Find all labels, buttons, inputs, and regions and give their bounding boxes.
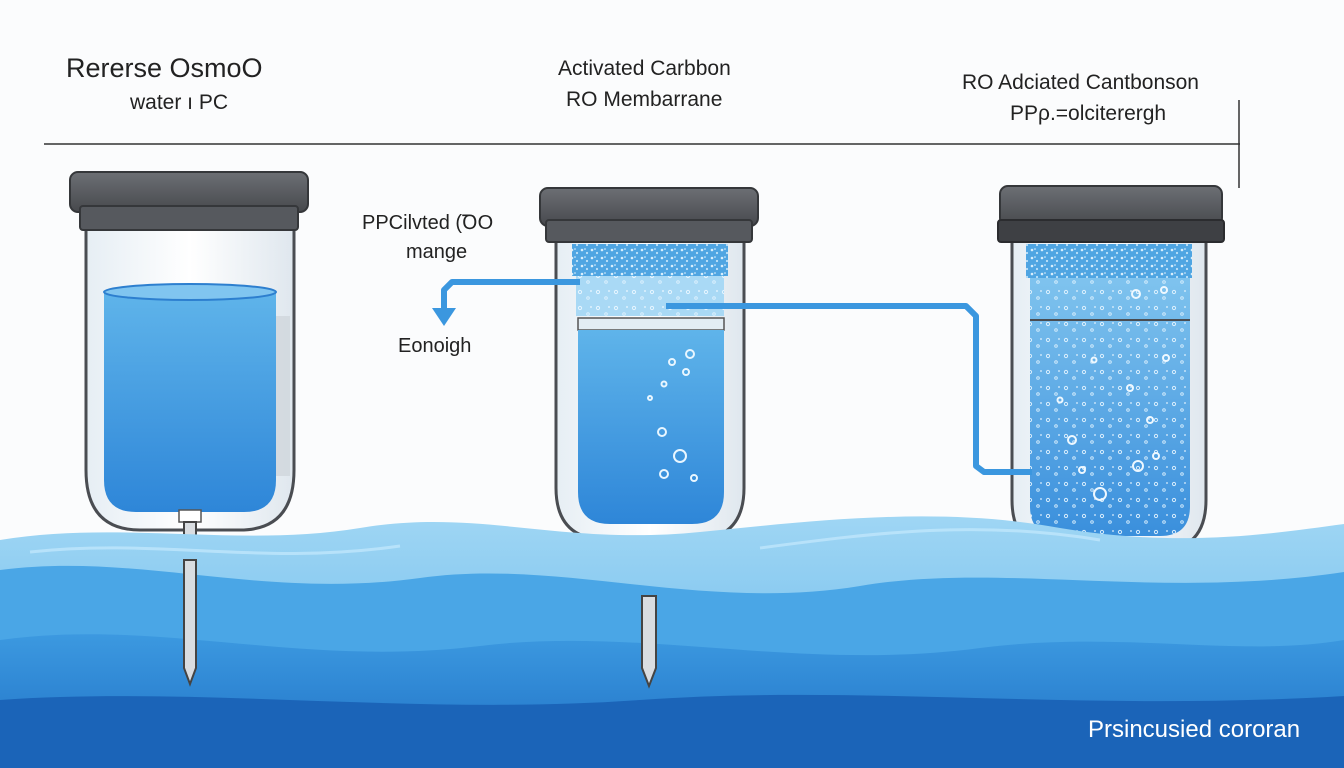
water-waves xyxy=(0,516,1344,768)
subtitle-right: PPρ.=olciterergh xyxy=(1010,102,1167,125)
flow-label-line2: mange xyxy=(406,241,468,263)
filter-housing-center xyxy=(539,187,759,689)
title-left: Rererse OsmoO xyxy=(66,53,263,83)
bubbles-center xyxy=(647,349,698,482)
filter-housing-right xyxy=(997,185,1225,575)
bubbles-right xyxy=(1056,286,1170,501)
arrow-label: Eonoigh xyxy=(398,335,472,357)
flow-label-line1: PPCilvted (ꝹO xyxy=(362,212,494,234)
subtitle-center: RO Membarrane xyxy=(566,88,723,111)
filter-housing-left xyxy=(69,171,309,687)
probe-center xyxy=(641,595,657,689)
flow-arrow xyxy=(441,279,580,312)
probe-left xyxy=(183,559,197,687)
footer-text: Prsincusied cororan xyxy=(1088,716,1301,743)
subtitle-left: water ı PC xyxy=(130,91,229,114)
title-right: RO Adciated Cantbonson xyxy=(962,71,1199,94)
connecting-pipe xyxy=(666,303,1032,475)
flow-arrow-head xyxy=(432,308,456,326)
title-center: Activated Carbbon xyxy=(558,57,731,80)
